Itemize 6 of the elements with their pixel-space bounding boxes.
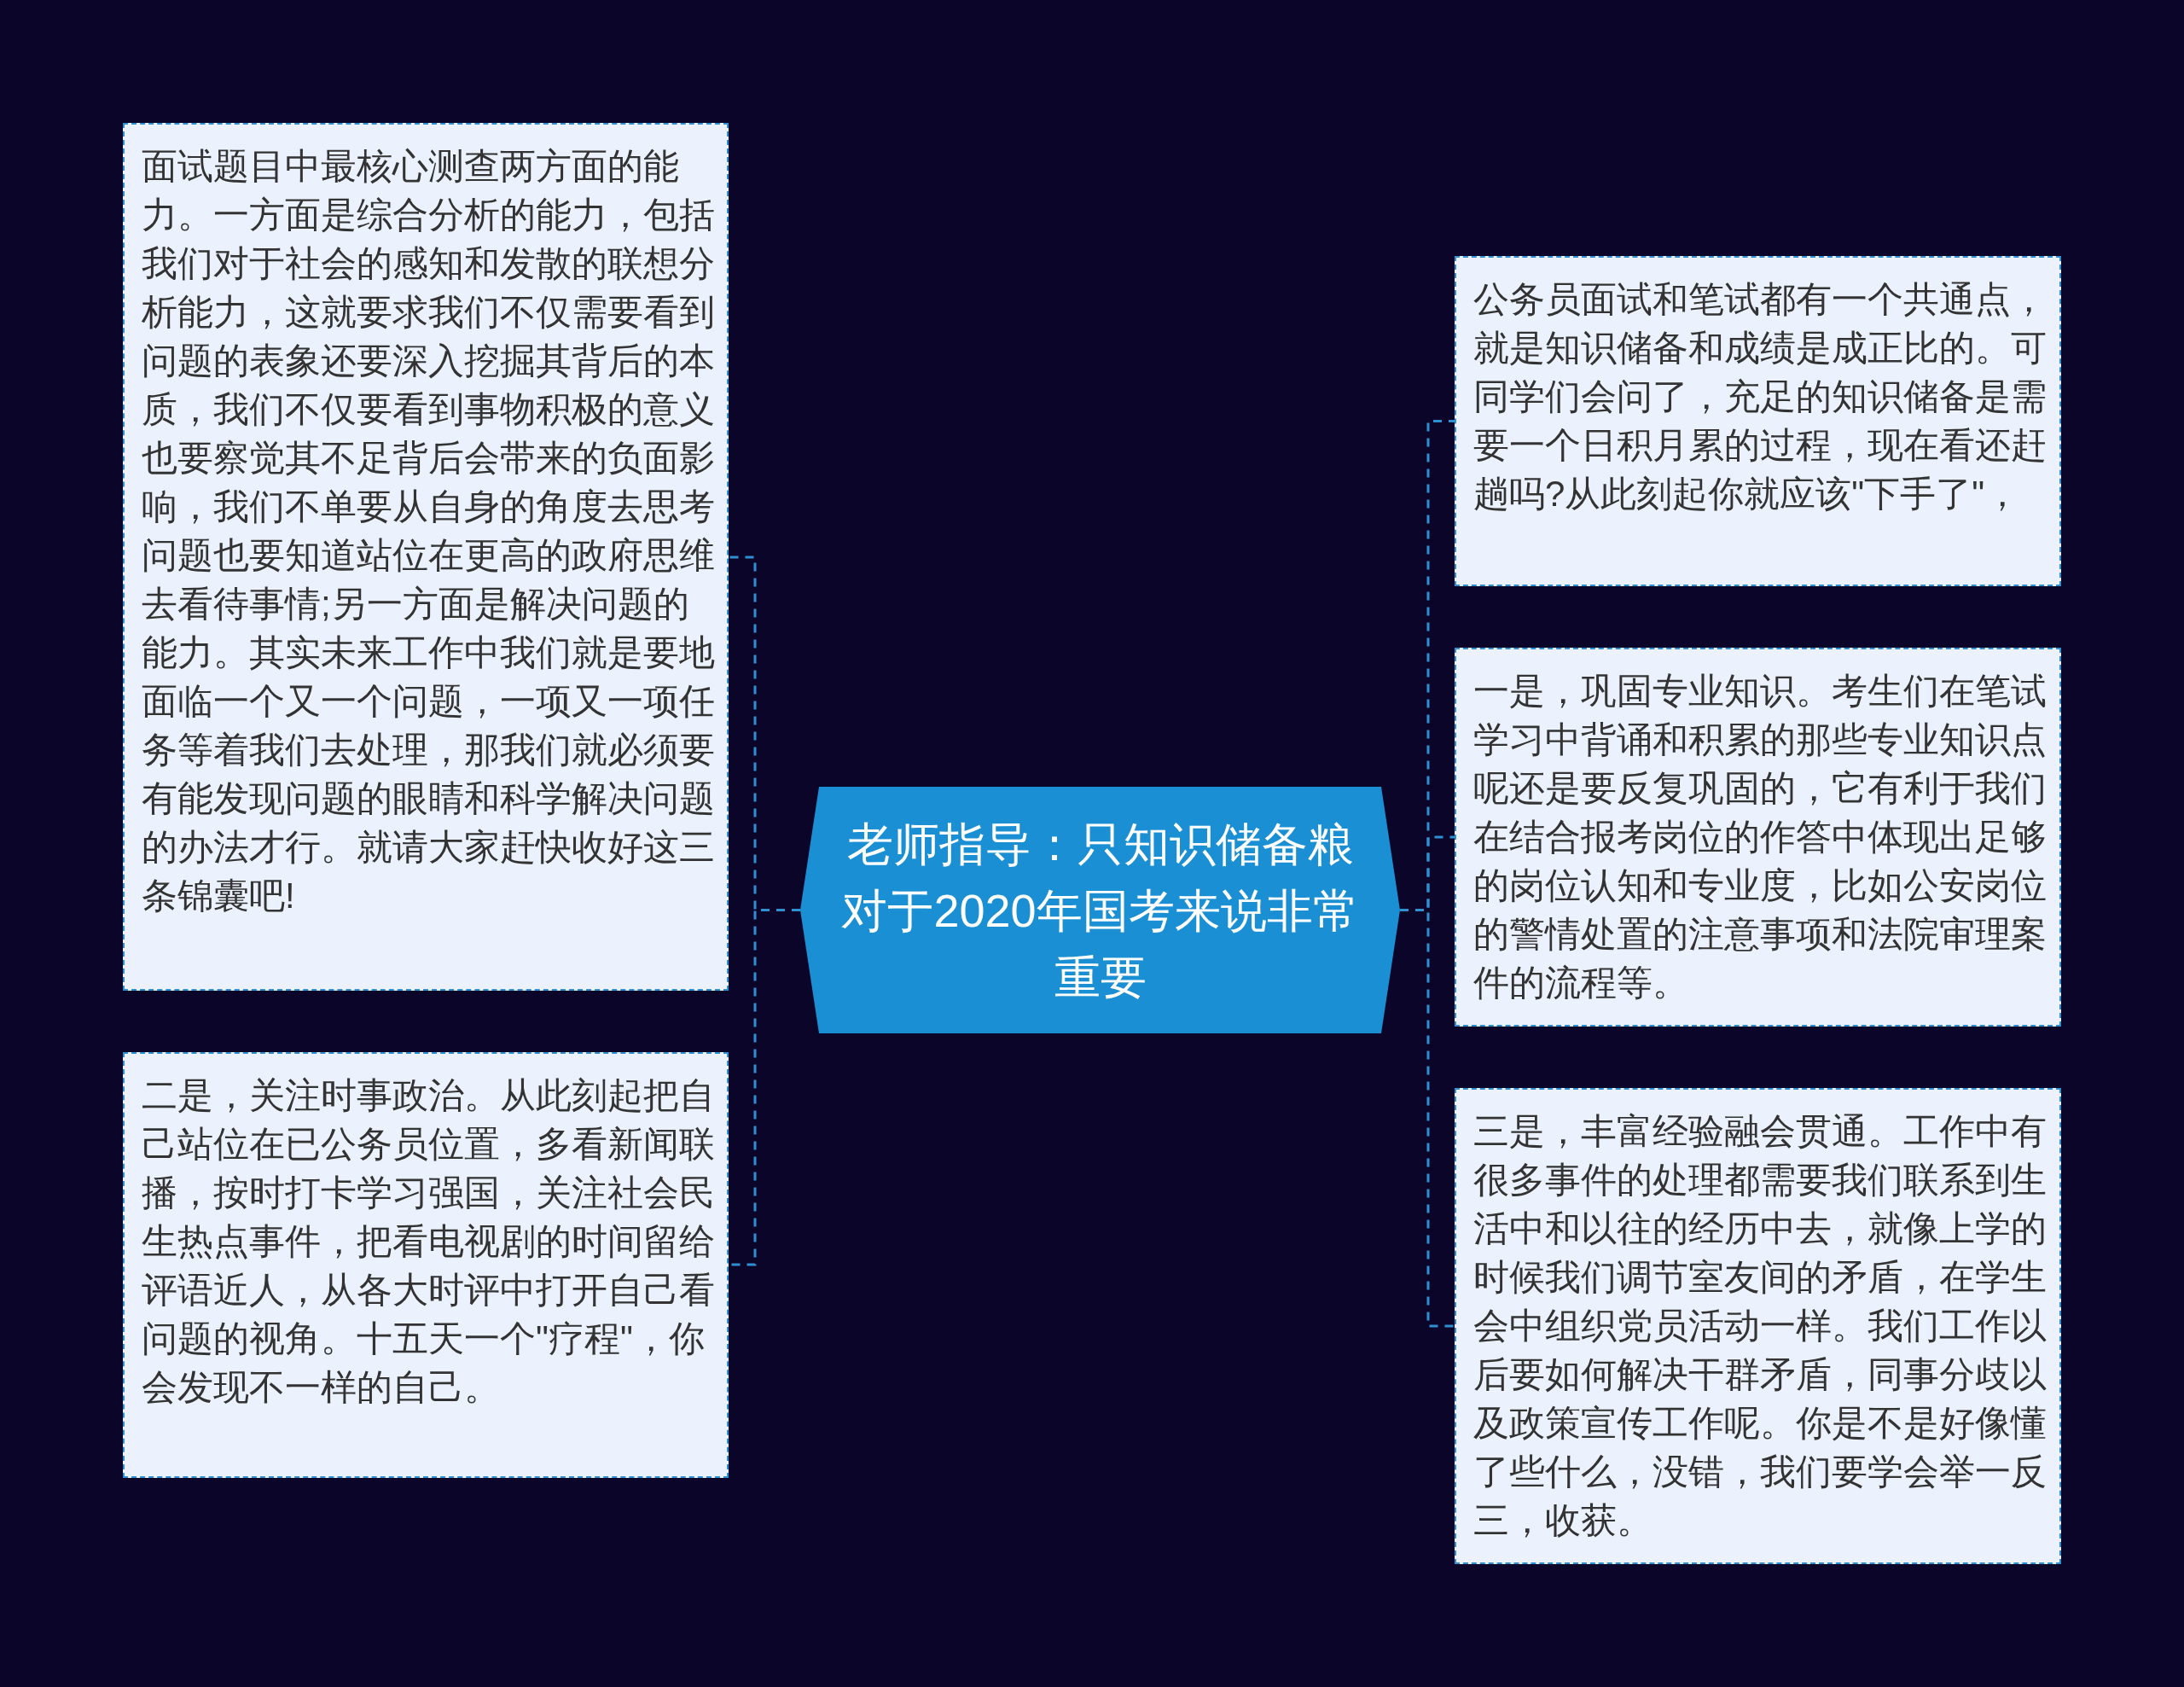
text-card: 三是，丰富经验融会贯通。工作中有很多事件的处理都需要我们联系到生活中和以往的经历中去，就像上学的时候我们调节室友间的矛盾，在学生会中组织党员活动一样。我们工作以后要如何解决干群矛盾，同事分歧以及政策宣传工作呢。你是不是好像懂了些什么，没错，我们要学会举一反三，收获。 <box>1455 1088 2061 1564</box>
text-card: 公务员面试和笔试都有一个共通点，就是知识储备和成绩是成正比的。可同学们会问了，充足的知识储备是需要一个日积月累的过程，现在看还赶趟吗?从此刻起你就应该"下手了"， <box>1455 256 2061 586</box>
text-card: 面试题目中最核心测查两方面的能力。一方面是综合分析的能力，包括我们对于社会的感知和发散的联想分析能力，这就要求我们不仅需要看到问题的表象还要深入挖掘其背后的本质，我们不仅要看到事物积极的意义也要察觉其不足背后会带来的负面影响，我们不单要从自身的角度去思考问题也要知道站位在更高的政府思维去看待事情;另一方面是解决问题的能力。其实未来工作中我们就是要地面临一个又一个问题，一项又一项任务等着我们去处理，那我们就必须要有能发现问题的眼睛和科学解决问题的办法才行。就请大家赶快收好这三条锦囊吧! <box>123 123 729 991</box>
text-card: 二是，关注时事政治。从此刻起把自己站位在已公务员位置，多看新闻联播，按时打卡学习强国，关注社会民生热点事件，把看电视剧的时间留给评语近人，从各大时评中打开自己看问题的视角。十五天一个"疗程"，你会发现不一样的自己。 <box>123 1052 729 1478</box>
text-card: 一是，巩固专业知识。考生们在笔试学习中背诵和积累的那些专业知识点呢还是要反复巩固的，它有利于我们在结合报考岗位的作答中体现出足够的岗位认知和专业度，比如公安岗位的警情处置的注意事项和法院审理案件的流程等。 <box>1455 648 2061 1027</box>
topic-hexagon: 老师指导：只知识储备粮对于2020年国考来说非常重要 <box>800 787 1400 1033</box>
